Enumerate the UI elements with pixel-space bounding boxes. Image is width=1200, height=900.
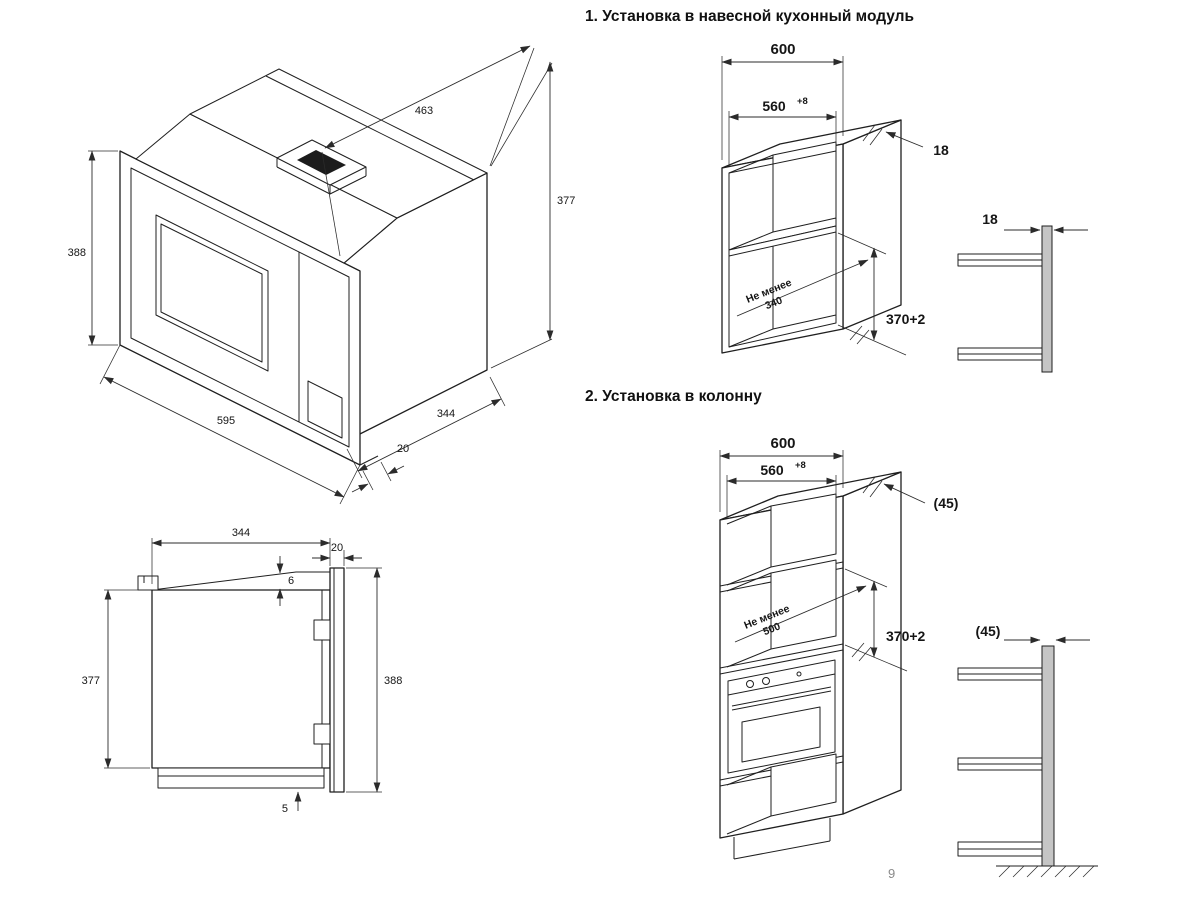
dim-front-width-label: 595 — [217, 415, 235, 427]
side-dim-step-label: 6 — [288, 575, 294, 587]
wm-dim-inner-width-tol-label: +8 — [797, 96, 808, 107]
side-dim-body-height-label: 377 — [82, 675, 100, 687]
section-2-title: 2. Установка в колонну — [585, 388, 762, 405]
side-dim-gap-label: 20 — [331, 542, 343, 554]
wall-module-diagram: 600 560 +8 18 Не менее 340 370 — [721, 41, 949, 356]
wm-dim-inner-width-label: 560 — [762, 98, 786, 114]
dim-top-depth-label: 463 — [415, 105, 433, 117]
microwave-isometric-view: 388 595 344 20 463 — [68, 45, 575, 505]
dim-frame-height-label: 388 — [68, 247, 86, 259]
dim-body-height-label: 377 — [557, 195, 575, 207]
col-dim-panel-label: (45) — [934, 495, 959, 511]
col-dim-inner-width-label: 560 — [760, 462, 784, 478]
column-panel-detail: (45) — [957, 623, 1098, 878]
section-1-title: 1. Установка в навесной кухонный модуль — [585, 8, 915, 25]
col-dim-inner-width-tol-label: +8 — [795, 460, 806, 471]
col-dim-niche-height-label: 370+2 — [886, 628, 926, 644]
side-dim-depth-label: 344 — [232, 527, 250, 539]
dim-body-depth-label: 344 — [437, 408, 455, 420]
column-diagram: 600 560 +8 (45) Не менее 500 3 — [719, 435, 959, 860]
wm-dim-panel-label: 18 — [933, 142, 949, 158]
wall-module-panel-detail: 18 — [957, 211, 1088, 373]
side-dim-bottom-gap-label: 5 — [282, 803, 288, 815]
side-dim-frame-height-label: 388 — [384, 675, 402, 687]
page-number: 9 — [888, 866, 896, 881]
col-detail-panel-label: (45) — [976, 623, 1001, 639]
col-dim-outer-width-label: 600 — [770, 435, 795, 452]
wm-detail-panel-label: 18 — [982, 211, 998, 227]
microwave-side-view: 344 20 6 377 388 5 — [82, 527, 403, 815]
ground-hatch — [998, 865, 1095, 878]
wm-dim-niche-height-label: 370+2 — [886, 311, 926, 327]
dim-frame-gap-label: 20 — [397, 443, 409, 455]
wm-dim-outer-width-label: 600 — [770, 41, 795, 58]
